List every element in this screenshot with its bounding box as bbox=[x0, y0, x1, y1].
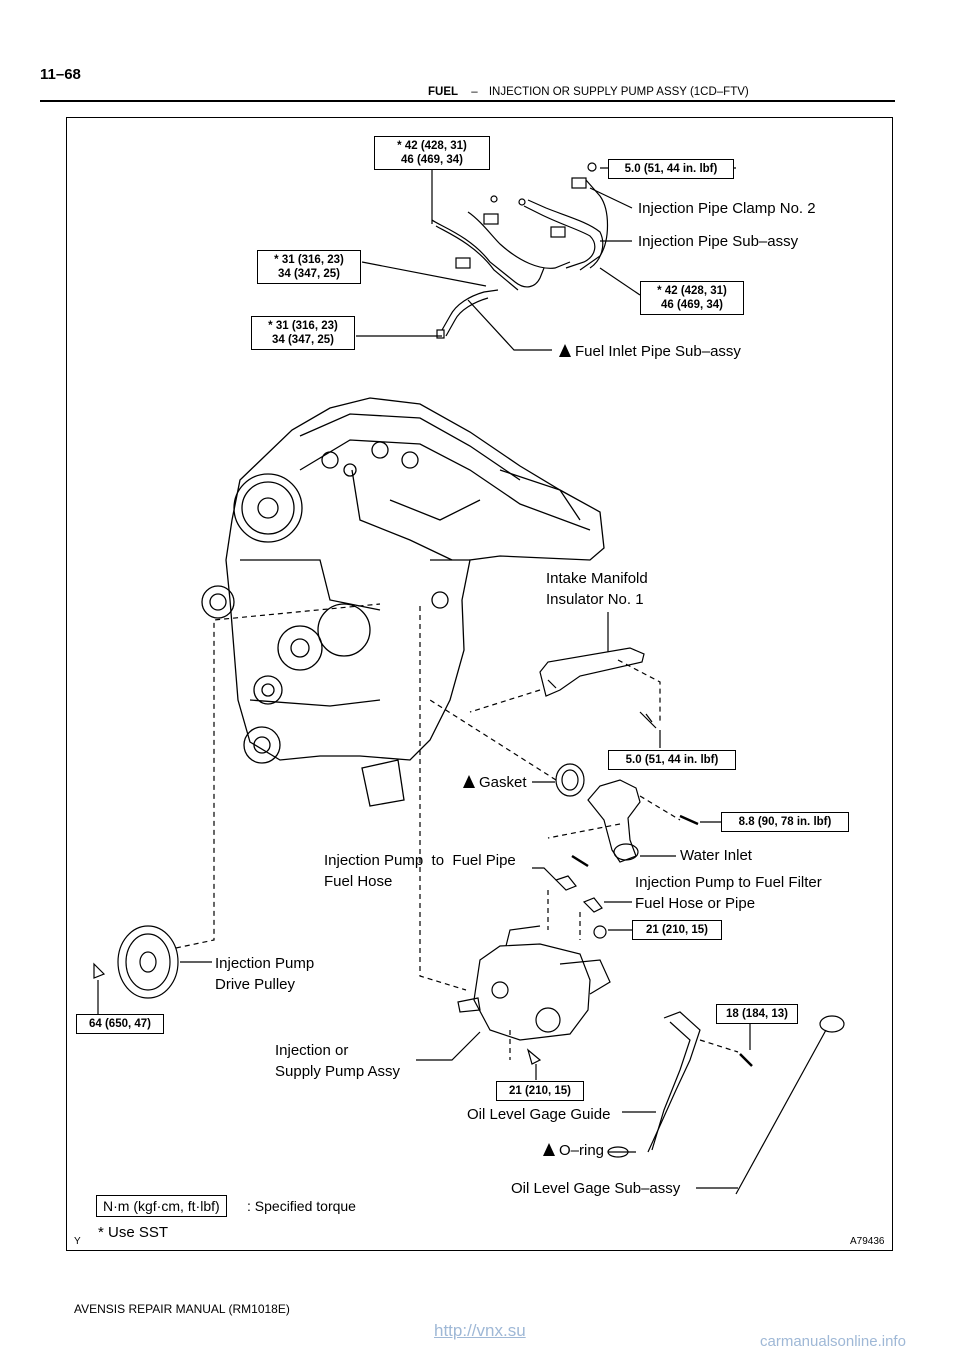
label-injection-pipe-clamp: Injection Pipe Clamp No. 2 bbox=[638, 200, 816, 217]
torque-gage-guide: 18 (184, 13) bbox=[716, 1004, 798, 1024]
torque-pump-filter: 21 (210, 15) bbox=[632, 920, 722, 940]
torque-water-inlet: 8.8 (90, 78 in. lbf) bbox=[721, 812, 849, 832]
label-fuel-inlet-pipe: Fuel Inlet Pipe Sub–assy bbox=[559, 341, 741, 362]
torque-insulator: 5.0 (51, 44 in. lbf) bbox=[608, 750, 736, 770]
non-reusable-icon bbox=[559, 344, 571, 357]
label-water-inlet: Water Inlet bbox=[680, 847, 752, 864]
figure-corner-letter: Y bbox=[74, 1236, 81, 1247]
torque-drive-pulley: 64 (650, 47) bbox=[76, 1014, 164, 1034]
label-gasket-text: Gasket bbox=[479, 774, 527, 791]
label-fuel-inlet-pipe-text: Fuel Inlet Pipe Sub–assy bbox=[575, 343, 741, 360]
header-rule bbox=[40, 100, 895, 102]
watermark-left[interactable]: http://vnx.su bbox=[434, 1321, 526, 1340]
label-oil-level-gage-guide: Oil Level Gage Guide bbox=[467, 1106, 611, 1123]
header-subject: INJECTION OR SUPPLY PUMP ASSY (1CD–FTV) bbox=[488, 86, 749, 98]
header-section: FUEL bbox=[428, 86, 459, 98]
label-pump-fuel-pipe-hose: Injection Pump to Fuel Pipe Fuel Hose bbox=[324, 852, 516, 890]
label-injection-pipe-sub-assy: Injection Pipe Sub–assy bbox=[638, 233, 799, 250]
label-pump-fuel-filter-hose: Injection Pump to Fuel Filter Fuel Hose … bbox=[635, 874, 822, 912]
page-number: 11–68 bbox=[40, 66, 81, 83]
legend-sst-note: * Use SST bbox=[98, 1224, 169, 1241]
watermark-right: carmanualsonline.info bbox=[760, 1333, 906, 1350]
label-supply-pump-assy: Injection or Supply Pump Assy bbox=[275, 1042, 401, 1080]
legend-unit-box: N·m (kgf·cm, ft·lbf) bbox=[96, 1195, 227, 1217]
figure-frame bbox=[66, 117, 893, 1251]
label-gasket: Gasket bbox=[463, 772, 527, 793]
label-intake-manifold-insulator: Intake Manifold Insulator No. 1 bbox=[546, 570, 648, 608]
torque-inlet-a: * 31 (316, 23) 34 (347, 25) bbox=[257, 250, 361, 284]
torque-clamp: 5.0 (51, 44 in. lbf) bbox=[608, 159, 734, 179]
torque-pipe-a: * 42 (428, 31) 46 (469, 34) bbox=[374, 136, 490, 170]
label-o-ring: O–ring bbox=[543, 1140, 604, 1161]
label-oil-level-gage-sub-assy: Oil Level Gage Sub–assy bbox=[511, 1180, 681, 1197]
header-title: FUEL – INJECTION OR SUPPLY PUMP ASSY (1C… bbox=[428, 86, 749, 98]
legend-unit-description: : Specified torque bbox=[247, 1198, 356, 1214]
torque-pump-assy: 21 (210, 15) bbox=[496, 1081, 584, 1101]
non-reusable-icon bbox=[463, 775, 475, 788]
figure-id: A79436 bbox=[850, 1236, 885, 1247]
non-reusable-icon bbox=[543, 1143, 555, 1156]
header-separator: – bbox=[471, 86, 478, 98]
footer-manual-id: AVENSIS REPAIR MANUAL (RM1018E) bbox=[74, 1302, 290, 1316]
label-o-ring-text: O–ring bbox=[559, 1142, 605, 1159]
torque-inlet-b: * 31 (316, 23) 34 (347, 25) bbox=[251, 316, 355, 350]
torque-pipe-b: * 42 (428, 31) 46 (469, 34) bbox=[640, 281, 744, 315]
label-drive-pulley: Injection Pump Drive Pulley bbox=[215, 955, 315, 993]
